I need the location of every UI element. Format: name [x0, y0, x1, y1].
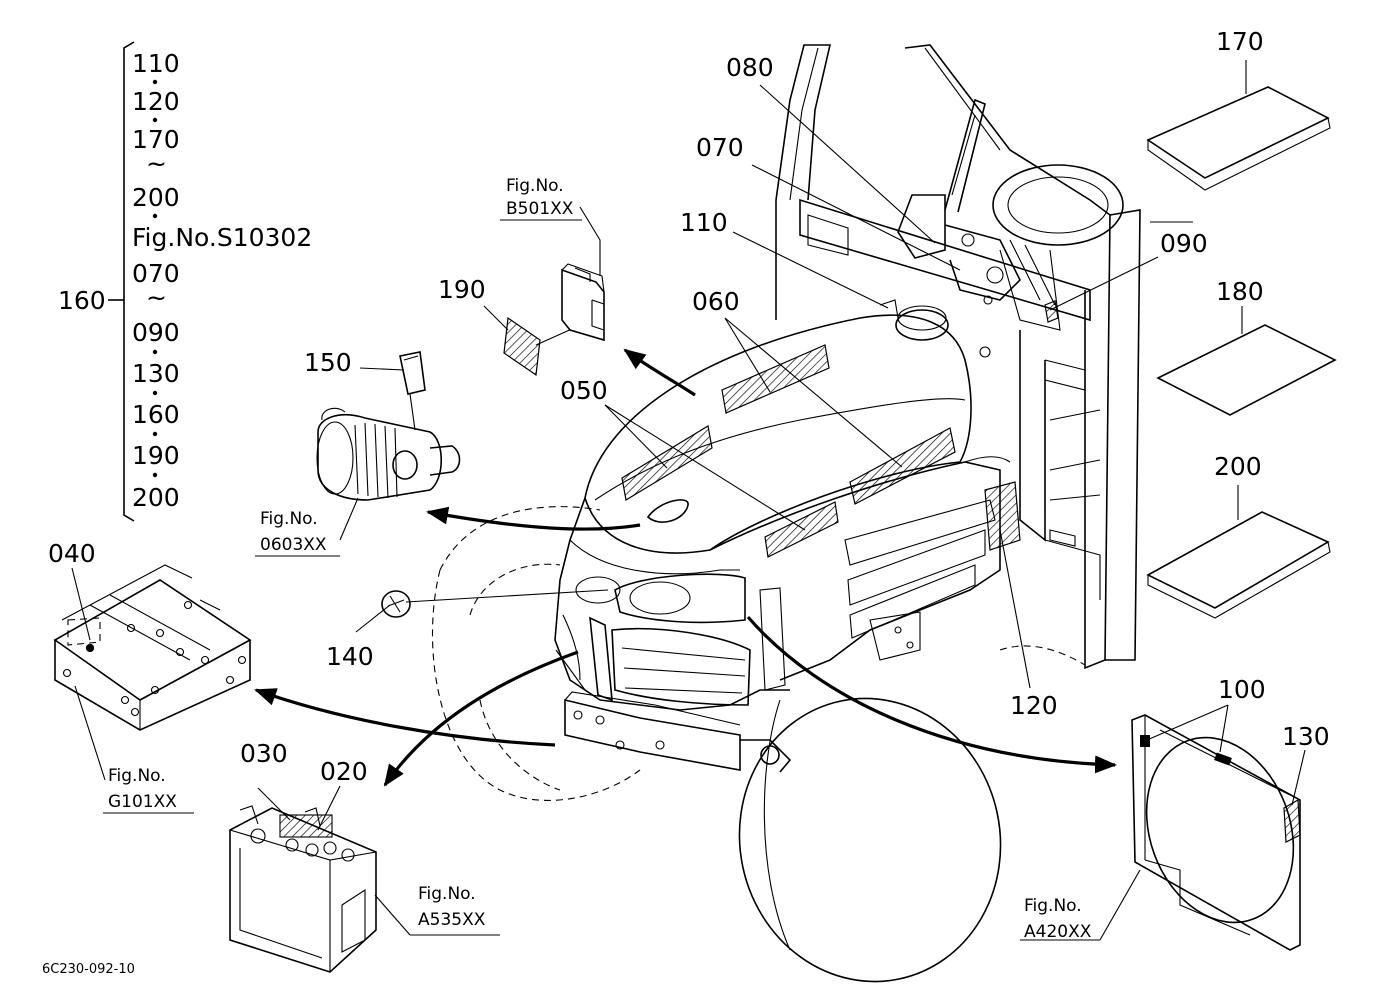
callout-100: 100 [1218, 675, 1266, 704]
tractor-hood [554, 299, 1011, 711]
callout-120: 120 [1010, 691, 1058, 720]
svg-text:~: ~ [146, 149, 167, 178]
tractor-chassis [564, 611, 921, 773]
fig-ref-a535-code: A535XX [418, 910, 486, 930]
fig-ref-b501-code: B501XX [506, 199, 574, 219]
fig-ref-0603-code: 0603XX [260, 535, 327, 555]
callout-050: 050 [560, 376, 608, 405]
list-item: 130 [132, 359, 180, 388]
list-item: 190 [132, 441, 180, 470]
callout-170: 170 [1216, 27, 1264, 56]
part-140-badge [381, 590, 411, 618]
decal-050-left [621, 425, 713, 501]
list-item: 200 [132, 183, 180, 212]
fig-ref-g101-label: Fig.No. [108, 766, 166, 786]
callout-labels: 080 070 110 090 060 050 190 150 140 040 … [48, 27, 1330, 786]
decal-060-right [849, 427, 956, 505]
list-item: 090 [132, 318, 180, 347]
fig-ref-g101-code: G101XX [108, 792, 177, 812]
decal-090 [1044, 300, 1059, 323]
reference-arrows [254, 348, 1117, 787]
callout-020: 020 [320, 757, 368, 786]
part-g101-frame [53, 564, 252, 781]
part-fan-shroud [1020, 704, 1306, 951]
list-group-label: 160 [58, 286, 106, 315]
fig-ref-b501-label: Fig.No. [506, 176, 564, 196]
callout-090: 090 [1160, 229, 1208, 258]
callout-140: 140 [326, 642, 374, 671]
fig-ref-a535-label: Fig.No. [418, 884, 476, 904]
parts-list-block: 160 110 120 170 ~ 200 Fig.No.S10302 070 … [58, 41, 312, 522]
list-item: 120 [132, 87, 180, 116]
callout-190: 190 [438, 275, 486, 304]
callout-070: 070 [696, 133, 744, 162]
list-item: 070 [132, 259, 180, 288]
leader-lines [355, 84, 1193, 689]
callout-180: 180 [1216, 277, 1264, 306]
manual-200 [1146, 485, 1331, 619]
callout-060: 060 [692, 287, 740, 316]
part-b501 [561, 206, 605, 342]
decal-120 [984, 481, 1021, 551]
decal-060-left [721, 344, 830, 414]
drawing-code: 6C230-092-10 [42, 962, 135, 977]
list-item: 170 [132, 125, 180, 154]
figure-references: Fig.No. B501XX Fig.No. 0603XX Fig.No. G1… [103, 176, 1092, 942]
callout-030: 030 [240, 739, 288, 768]
decal-050-right [764, 501, 839, 558]
decal-locations [621, 300, 1059, 558]
callout-200: 200 [1214, 452, 1262, 481]
part-150-strip [399, 351, 426, 395]
part-air-cleaner [316, 393, 461, 541]
callout-150: 150 [304, 348, 352, 377]
callout-040: 040 [48, 539, 96, 568]
svg-text:~: ~ [146, 283, 167, 312]
manual-170 [1146, 60, 1331, 191]
part-battery [229, 785, 500, 973]
tractor-cab-frame [775, 44, 1141, 670]
list-bracket [123, 41, 135, 522]
callout-130: 130 [1282, 722, 1330, 751]
list-item: 160 [132, 400, 180, 429]
list-item: 110 [132, 49, 180, 78]
list-items: 110 120 170 ~ 200 Fig.No.S10302 070 ~ 09… [132, 49, 312, 512]
decal-130 [1283, 798, 1301, 843]
fig-ref-a420-label: Fig.No. [1024, 896, 1082, 916]
fig-ref-a420-code: A420XX [1024, 922, 1092, 942]
callout-080: 080 [726, 53, 774, 82]
manual-180 [1156, 306, 1337, 416]
fig-ref-0603-label: Fig.No. [260, 509, 318, 529]
callout-110: 110 [680, 208, 728, 237]
decal-190 [503, 316, 541, 377]
list-item: Fig.No.S10302 [132, 223, 312, 252]
tractor-wheels [431, 506, 1086, 983]
list-item: 200 [132, 483, 180, 512]
